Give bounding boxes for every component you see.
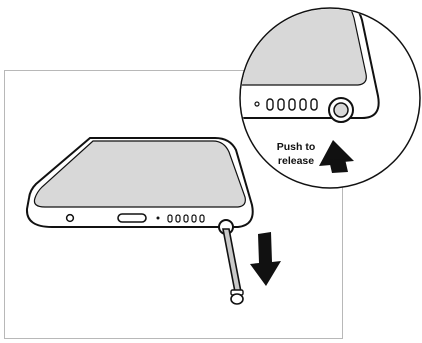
arrow-down-icon <box>250 232 281 286</box>
stylus <box>222 228 244 305</box>
usb-port <box>117 213 147 223</box>
stylus-tip <box>230 293 244 305</box>
callout-speaker-grille <box>266 98 318 111</box>
phone-screen <box>33 140 246 208</box>
callout-instruction-line1: Push to <box>277 141 316 153</box>
phone-main <box>25 137 254 235</box>
callout-phone-screen <box>241 9 367 86</box>
arrow-up-icon <box>319 140 354 173</box>
small-hole <box>156 216 160 220</box>
microphone-hole <box>65 213 75 223</box>
callout-small-hole <box>254 101 260 107</box>
callout-instruction-line2: release <box>278 155 314 167</box>
callout-stylus-button-inner <box>333 102 349 118</box>
speaker-grille <box>167 214 205 223</box>
